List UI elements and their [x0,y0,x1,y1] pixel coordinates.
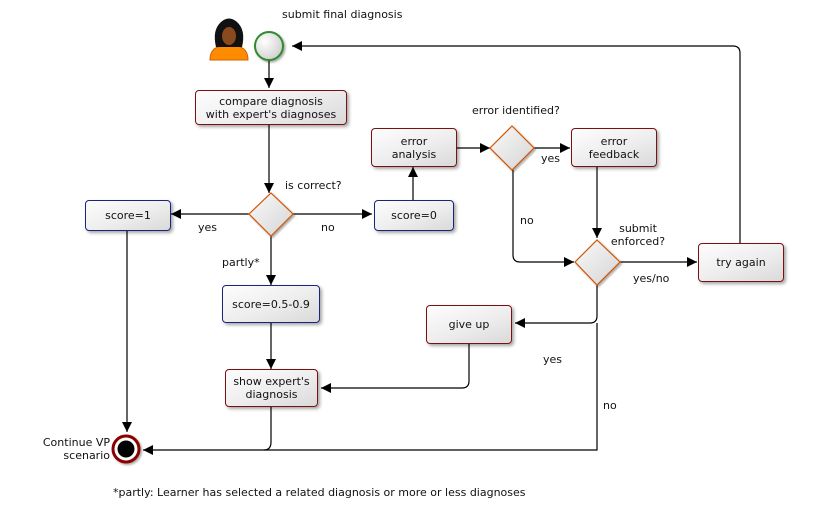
decision-is-correct-label: is correct? [285,179,342,192]
node-show-expert-diagnosis[interactable]: show expert's diagnosis [225,369,318,407]
node-give-up[interactable]: give up [426,305,512,344]
decision-submit-enforced [574,239,621,286]
edge-show-to-end [263,407,272,451]
decision-error-identified [489,125,535,171]
edge-label-identified-yes: yes [541,152,561,165]
start-node [254,31,284,61]
edge-identified-no [512,170,574,267]
edge-label-correct-no: no [321,221,335,234]
edge-enforced-yes-give-up [515,285,598,328]
node-score-1[interactable]: score=1 [85,200,171,231]
node-error-analysis[interactable]: error analysis [371,128,457,167]
node-score-0[interactable]: score=0 [374,200,454,231]
person-icon [209,18,249,61]
decision-submit-enforced-label: submit enforced? [610,222,666,248]
node-compare-diagnosis[interactable]: compare diagnosis with expert's diagnose… [195,90,347,125]
end-node [111,434,141,464]
edge-label-identified-no: no [520,214,534,227]
edge-enforced-no-end [143,323,598,455]
edge-label-enforced-yesno: yes/no [633,272,670,285]
edge-give-up-to-show [321,344,470,393]
edge-label-correct-partly: partly* [222,256,260,269]
edge-try-again-loop [292,41,741,243]
start-node-label: submit final diagnosis [282,8,403,21]
edge-label-enforced-yes: yes [543,353,563,366]
edge-label-correct-yes: yes [198,221,218,234]
node-error-feedback[interactable]: error feedback [571,128,657,167]
decision-error-identified-label: error identified? [472,104,560,117]
node-try-again[interactable]: try again [698,243,784,282]
decision-is-correct [248,192,294,237]
node-score-partial[interactable]: score=0.5-0.9 [222,285,320,323]
end-node-label: Continue VP scenario [42,436,110,462]
footnote: *partly: Learner has selected a related … [113,486,526,499]
edge-label-enforced-no: no [603,399,617,412]
